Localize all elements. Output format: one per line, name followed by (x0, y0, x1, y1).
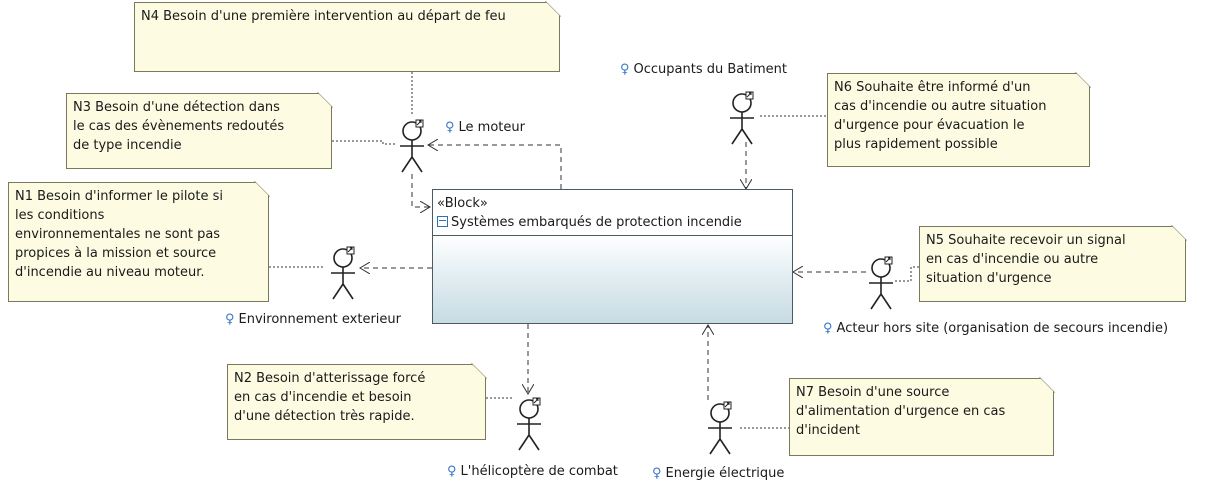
block-stereotype: «Block» (437, 196, 488, 211)
block-compartment (433, 236, 792, 323)
block-systemes-embarques[interactable]: «Block» Systèmes embarqués de protection… (432, 189, 793, 324)
note-line: d'une détection très rapide. (234, 409, 415, 424)
actor-label-hors-site[interactable]: ♀Acteur hors site (organisation de secou… (823, 321, 1168, 336)
link-moteur-block (411, 174, 430, 207)
note-line: en cas d'incendie et besoin (234, 390, 412, 405)
note-n2[interactable]: N2 Besoin d'atterissage forcé en cas d'i… (227, 364, 486, 440)
note-n4[interactable]: N4 Besoin d'une première intervention au… (134, 2, 560, 72)
actor-icon: ♀ (620, 62, 630, 77)
note-n5[interactable]: N5 Souhaite recevoir un signal en cas d'… (919, 226, 1186, 302)
block-icon (437, 216, 448, 227)
note-line: N1 Besoin d'informer le pilote si (15, 189, 223, 204)
actor-name: Environnement exterieur (238, 312, 402, 327)
actor-label-environnement[interactable]: ♀Environnement exterieur (225, 312, 401, 327)
anchor-n5 (895, 266, 919, 282)
link-block-moteur (428, 145, 562, 189)
actor-name: L'hélicoptère de combat (460, 464, 618, 479)
note-n6[interactable]: N6 Souhaite être informé d'un cas d'ince… (827, 73, 1090, 167)
note-line: N5 Souhaite recevoir un signal (926, 233, 1126, 248)
note-line: N3 Besoin d'une détection dans (73, 100, 280, 115)
note-n1[interactable]: N1 Besoin d'informer le pilote si les co… (8, 182, 269, 302)
actor-label-energie[interactable]: ♀Energie électrique (652, 466, 784, 481)
note-line: N7 Besoin d'une source (796, 385, 950, 400)
actor-name: Le moteur (458, 120, 525, 135)
note-n4-text: N4 Besoin d'une première intervention au… (141, 9, 506, 24)
actor-icon: ♀ (652, 466, 662, 481)
block-header: «Block» Systèmes embarqués de protection… (433, 190, 792, 236)
actor-label-helicoptere[interactable]: ♀L'hélicoptère de combat (447, 464, 618, 479)
note-line: cas d'incendie ou autre situation (834, 99, 1047, 114)
note-line: environnementales ne sont pas (15, 227, 221, 242)
block-title-row: Systèmes embarqués de protection incendi… (437, 213, 788, 232)
actor-figure-moteur (400, 119, 424, 173)
note-line: d'urgence pour évacuation le (834, 118, 1025, 133)
note-line: le cas des évènements redoutés (73, 119, 285, 134)
actor-icon: ♀ (445, 120, 455, 135)
note-n3[interactable]: N3 Besoin d'une détection dans le cas de… (66, 93, 332, 169)
note-line: d'incendie au niveau moteur. (15, 265, 205, 280)
actor-icon: ♀ (447, 464, 457, 479)
note-line: en cas d'incendie ou autre (926, 252, 1099, 267)
actor-figure-occupants (730, 91, 754, 145)
note-line: propices à la mission et source (15, 246, 217, 261)
actor-figure-helicoptere (517, 397, 541, 451)
actor-icon: ♀ (823, 321, 833, 336)
note-line: d'alimentation d'urgence en cas (796, 404, 1006, 419)
actor-figure-energie (708, 401, 732, 455)
actor-label-occupants[interactable]: ♀Occupants du Batiment (620, 62, 787, 77)
note-line: de type incendie (73, 138, 182, 153)
actor-figure-environnement (331, 246, 355, 300)
note-line: les conditions (15, 208, 105, 223)
note-line: plus rapidement possible (834, 137, 998, 152)
note-n7[interactable]: N7 Besoin d'une source d'alimentation d'… (789, 378, 1054, 456)
note-line: N2 Besoin d'atterissage forcé (234, 371, 426, 386)
actor-figure-hors-site (869, 256, 893, 310)
actor-name: Acteur hors site (organisation de secour… (836, 321, 1169, 336)
actor-name: Energie électrique (665, 466, 785, 481)
note-line: N6 Souhaite être informé d'un (834, 80, 1031, 95)
note-line: d'incident (796, 423, 861, 438)
actor-name: Occupants du Batiment (633, 62, 787, 77)
anchor-n3 (332, 140, 396, 145)
actor-icon: ♀ (225, 312, 235, 327)
note-line: situation d'urgence (926, 271, 1052, 286)
actor-label-moteur[interactable]: ♀Le moteur (445, 120, 525, 135)
block-name: Systèmes embarqués de protection incendi… (451, 215, 742, 230)
